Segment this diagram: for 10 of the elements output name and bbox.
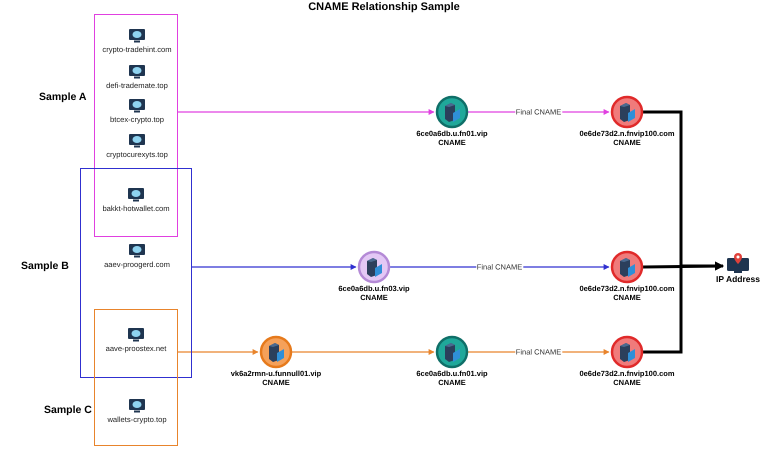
- arrow: [192, 264, 357, 270]
- arrow: [178, 109, 435, 115]
- ip-address-label: IP Address: [715, 274, 761, 284]
- group-label: Sample A: [39, 91, 86, 103]
- diagram-title: CNAME Relationship Sample: [307, 1, 461, 13]
- arrow: [178, 349, 259, 355]
- arrow: [643, 262, 724, 354]
- group-label: Sample B: [21, 260, 69, 272]
- group-label: Sample C: [44, 404, 92, 416]
- arrow: [292, 349, 435, 355]
